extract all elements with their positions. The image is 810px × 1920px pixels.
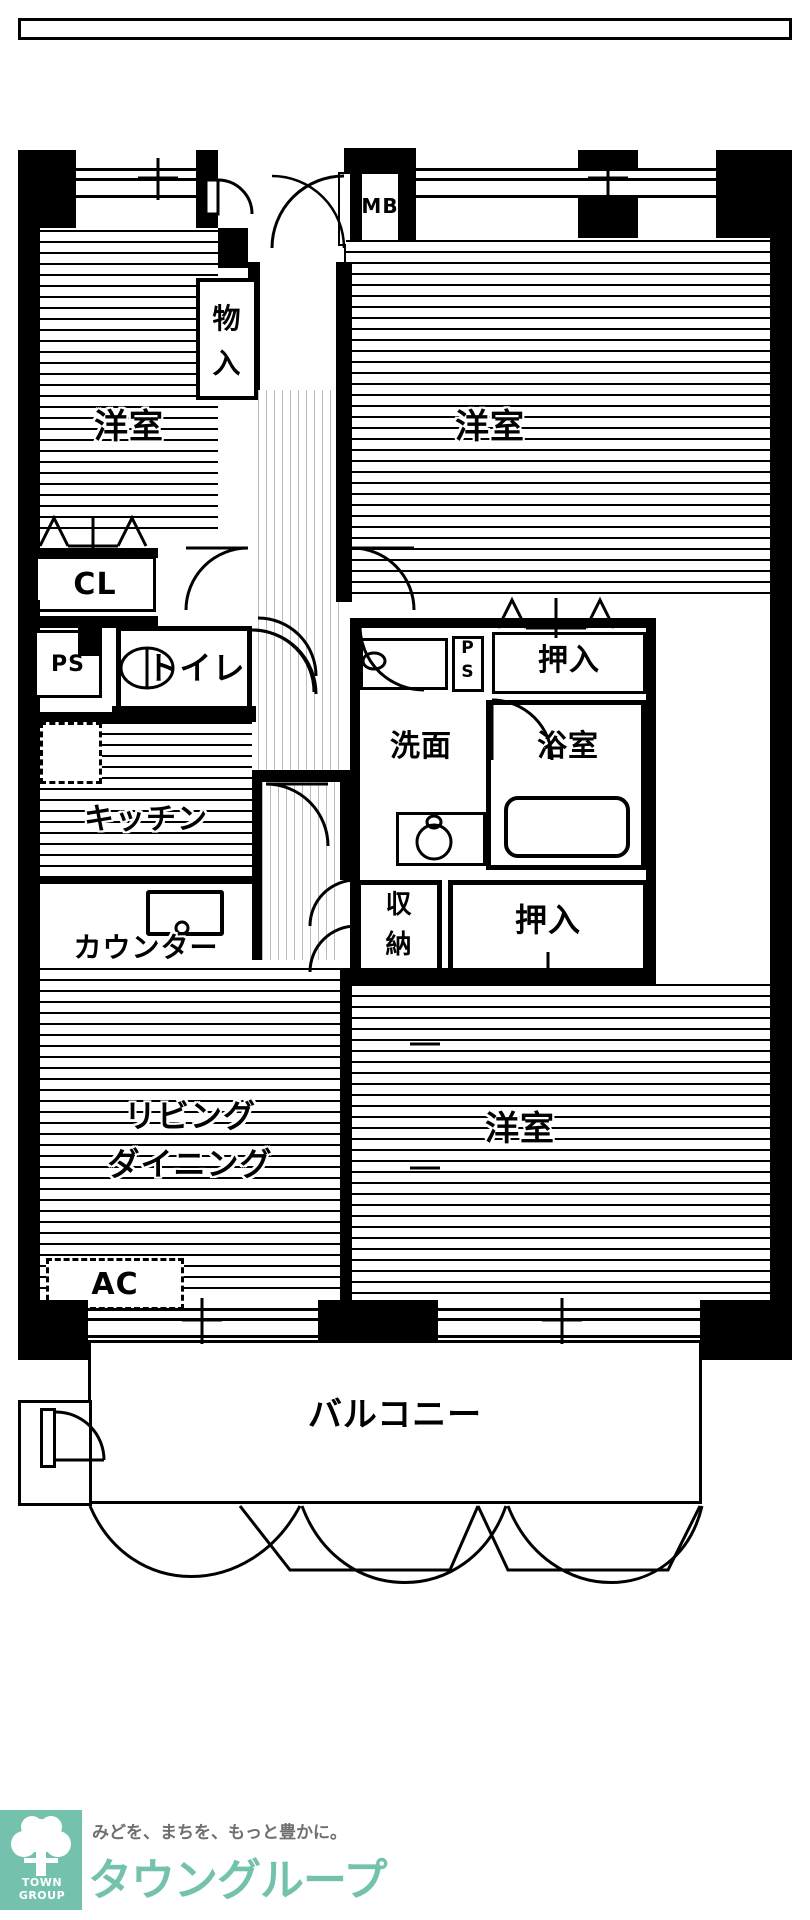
wall-top-left-block — [18, 150, 76, 230]
wall-hall-lower-left — [252, 780, 262, 960]
balcony-scallops — [238, 1505, 702, 1572]
kitchen-label: キッチン — [84, 802, 208, 837]
toilet-label: トイレ — [146, 649, 246, 687]
wall-left-mid — [18, 600, 40, 624]
wall-washroom-left — [350, 626, 360, 986]
entry-hall-floor — [258, 390, 344, 780]
closet-oshiire-lower-label: 押入 — [514, 901, 581, 939]
vanity-sink — [396, 812, 486, 866]
wall-counter-top — [28, 876, 256, 884]
window-top-left — [76, 168, 196, 198]
partition-ld-bedroom — [340, 968, 352, 1300]
logo-badge: TOWN GROUP — [0, 1810, 82, 1910]
balcony-area — [88, 1340, 702, 1504]
balcony-label: バルコニー — [307, 1395, 483, 1435]
bedroom-top-right-label: 洋室 — [455, 407, 525, 447]
bedroom-top-left-label: 洋室 — [94, 407, 164, 447]
window-top-left-sash — [76, 178, 196, 181]
storage-monoire-label-2: 入 — [212, 347, 242, 380]
bathtub — [504, 796, 630, 858]
window-bottom-left-sash — [88, 1318, 318, 1321]
bedroom-top-right-floor — [346, 240, 770, 600]
logo-badge-text: TOWN GROUP — [18, 1876, 66, 1902]
footer-tagline: みどを、まちを、もっと豊かに。 — [92, 1823, 347, 1843]
window-top-right — [416, 168, 716, 198]
wall-toilet-bottom — [112, 706, 256, 718]
washroom-label: 洗面 — [390, 729, 452, 764]
closet-cl-label: CL — [73, 567, 117, 602]
wall-hall-bottom — [252, 770, 350, 782]
tree-icon — [11, 1816, 71, 1876]
storage-shuno-label-2: 納 — [385, 930, 413, 960]
kitchen-sink — [146, 890, 224, 936]
pipe-shaft-right — [452, 636, 484, 692]
ac-unit-label: AC — [91, 1267, 139, 1302]
hall-lower-floor — [262, 782, 340, 960]
bedroom-top-left-floor — [40, 230, 218, 536]
vent-box-overlay — [40, 722, 102, 784]
wall-bath-right — [646, 618, 656, 986]
wall-washroom-bottom — [350, 976, 650, 986]
storage-monoire-label-1: 物 — [212, 302, 242, 335]
closet-cl — [34, 556, 156, 612]
bathroom-label: 浴室 — [537, 729, 599, 764]
balcony-door-leaf[interactable] — [40, 1408, 56, 1468]
corridor-bar — [18, 18, 792, 40]
wall-bottom-left-block — [18, 1300, 88, 1360]
pipe-shaft-left-label: PS — [51, 652, 85, 677]
living-dining-label-1: リビング — [123, 1097, 256, 1135]
wall-hall-lower-right — [340, 780, 350, 880]
counter-label: カウンター — [73, 931, 219, 964]
closet-oshiire-upper — [492, 632, 646, 694]
storage-shuno-label-1: 収 — [385, 890, 413, 920]
bedroom-bottom-right-label: 洋室 — [485, 1109, 555, 1149]
wall-washroom-top — [350, 618, 650, 628]
window-bottom-right-sash — [438, 1318, 700, 1321]
window-bottom-right — [438, 1308, 700, 1338]
washing-machine-pan — [360, 638, 448, 690]
closet-oshiire-upper-label: 押入 — [538, 643, 600, 678]
wall-ps-notch — [78, 628, 102, 656]
wall-top-right-pier — [716, 150, 792, 238]
wall-bedroom-tl-right — [218, 228, 248, 268]
wall-bedroom-tr-left — [336, 262, 352, 602]
entry-door-leaf[interactable] — [338, 172, 352, 246]
wall-under-hall — [340, 968, 650, 980]
pipe-shaft-right-label-1: P — [461, 638, 475, 658]
wall-cl-left — [28, 548, 38, 620]
meter-box-label: MB — [361, 194, 399, 218]
wall-ps-left-top — [28, 616, 158, 628]
window-bottom-left — [88, 1308, 318, 1338]
storage-monoire — [196, 278, 258, 400]
exterior-wall-left — [18, 150, 40, 1350]
pipe-shaft-right-label-2: S — [461, 662, 475, 682]
window-top-right-sash — [416, 178, 716, 181]
balcony-drain-curves — [88, 1505, 704, 1584]
wall-top-mb-right — [400, 148, 416, 260]
wall-bottom-right-block — [700, 1300, 792, 1360]
wall-bottom-mid-block — [318, 1300, 438, 1344]
footer-branding: TOWN GROUP みどを、まちを、もっと豊かに。 タウングループ — [0, 1800, 810, 1920]
exterior-wall-right — [770, 150, 792, 1350]
footer-brand-name: タウングループ — [88, 1855, 387, 1906]
bedroom-bottom-right-floor — [352, 984, 770, 1298]
living-dining-floor — [40, 968, 340, 1298]
living-dining-label-2: ダイニング — [107, 1145, 273, 1183]
